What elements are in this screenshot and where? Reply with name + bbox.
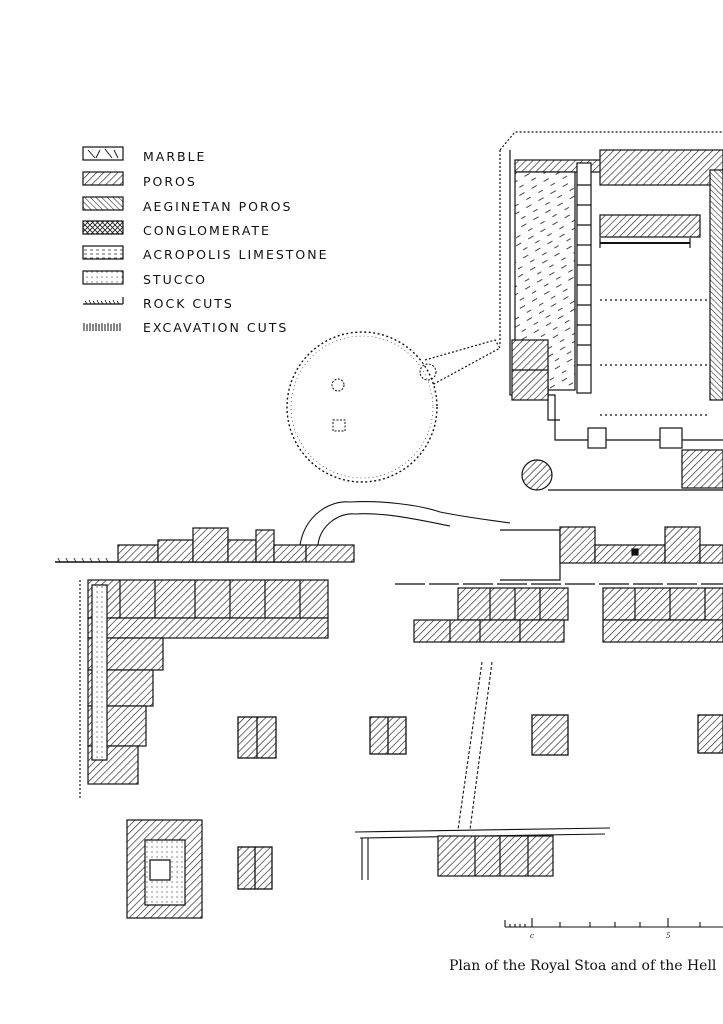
upper-middle-blocks: [511, 339, 553, 491]
swatch-conglomerate: [82, 220, 124, 235]
south-blocks: [437, 835, 554, 877]
plan-caption: Plan of the Royal Stoa and of the Hell: [449, 958, 717, 974]
legend-label-aeginetan-poros: AEGINETAN POROS: [143, 199, 292, 214]
swatch-poros: [82, 171, 124, 186]
swatch-stucco: [82, 270, 124, 285]
legend-label-stucco: STUCCO: [143, 272, 207, 287]
legend-label-poros: POROS: [143, 174, 197, 189]
legend-label-conglomerate: CONGLOMERATE: [143, 223, 271, 238]
pier-bases: [237, 714, 723, 890]
scale-bar: c 5: [504, 918, 723, 940]
circular-structure: [286, 331, 501, 483]
swatch-rock-cuts: [83, 297, 124, 305]
scale-label-left: c: [530, 932, 534, 940]
legend-label-excavation-cuts: EXCAVATION CUTS: [143, 320, 288, 335]
middle-right-wall: [395, 526, 723, 643]
scale-label-right: 5: [666, 932, 671, 940]
swatch-aeginetan-poros: [82, 196, 124, 211]
swatch-marble: [82, 146, 124, 161]
legend-labels: MARBLE POROS AEGINETAN POROS CONGLOMERAT…: [143, 149, 329, 335]
legend-label-acropolis-limestone: ACROPOLIS LIMESTONE: [143, 247, 329, 262]
rock-ledge: [299, 501, 511, 546]
legend-label-marble: MARBLE: [143, 149, 206, 164]
round-base: [521, 459, 553, 491]
west-wall: [79, 579, 329, 800]
north-wall-strip: [55, 527, 355, 563]
upper-right-building: [499, 131, 723, 491]
southwest-room: [126, 819, 203, 919]
swatch-acropolis-limestone: [82, 245, 124, 260]
legend-swatches: [82, 146, 124, 331]
swatch-excavation-cuts: [83, 323, 121, 331]
legend-label-rock-cuts: ROCK CUTS: [143, 296, 234, 311]
